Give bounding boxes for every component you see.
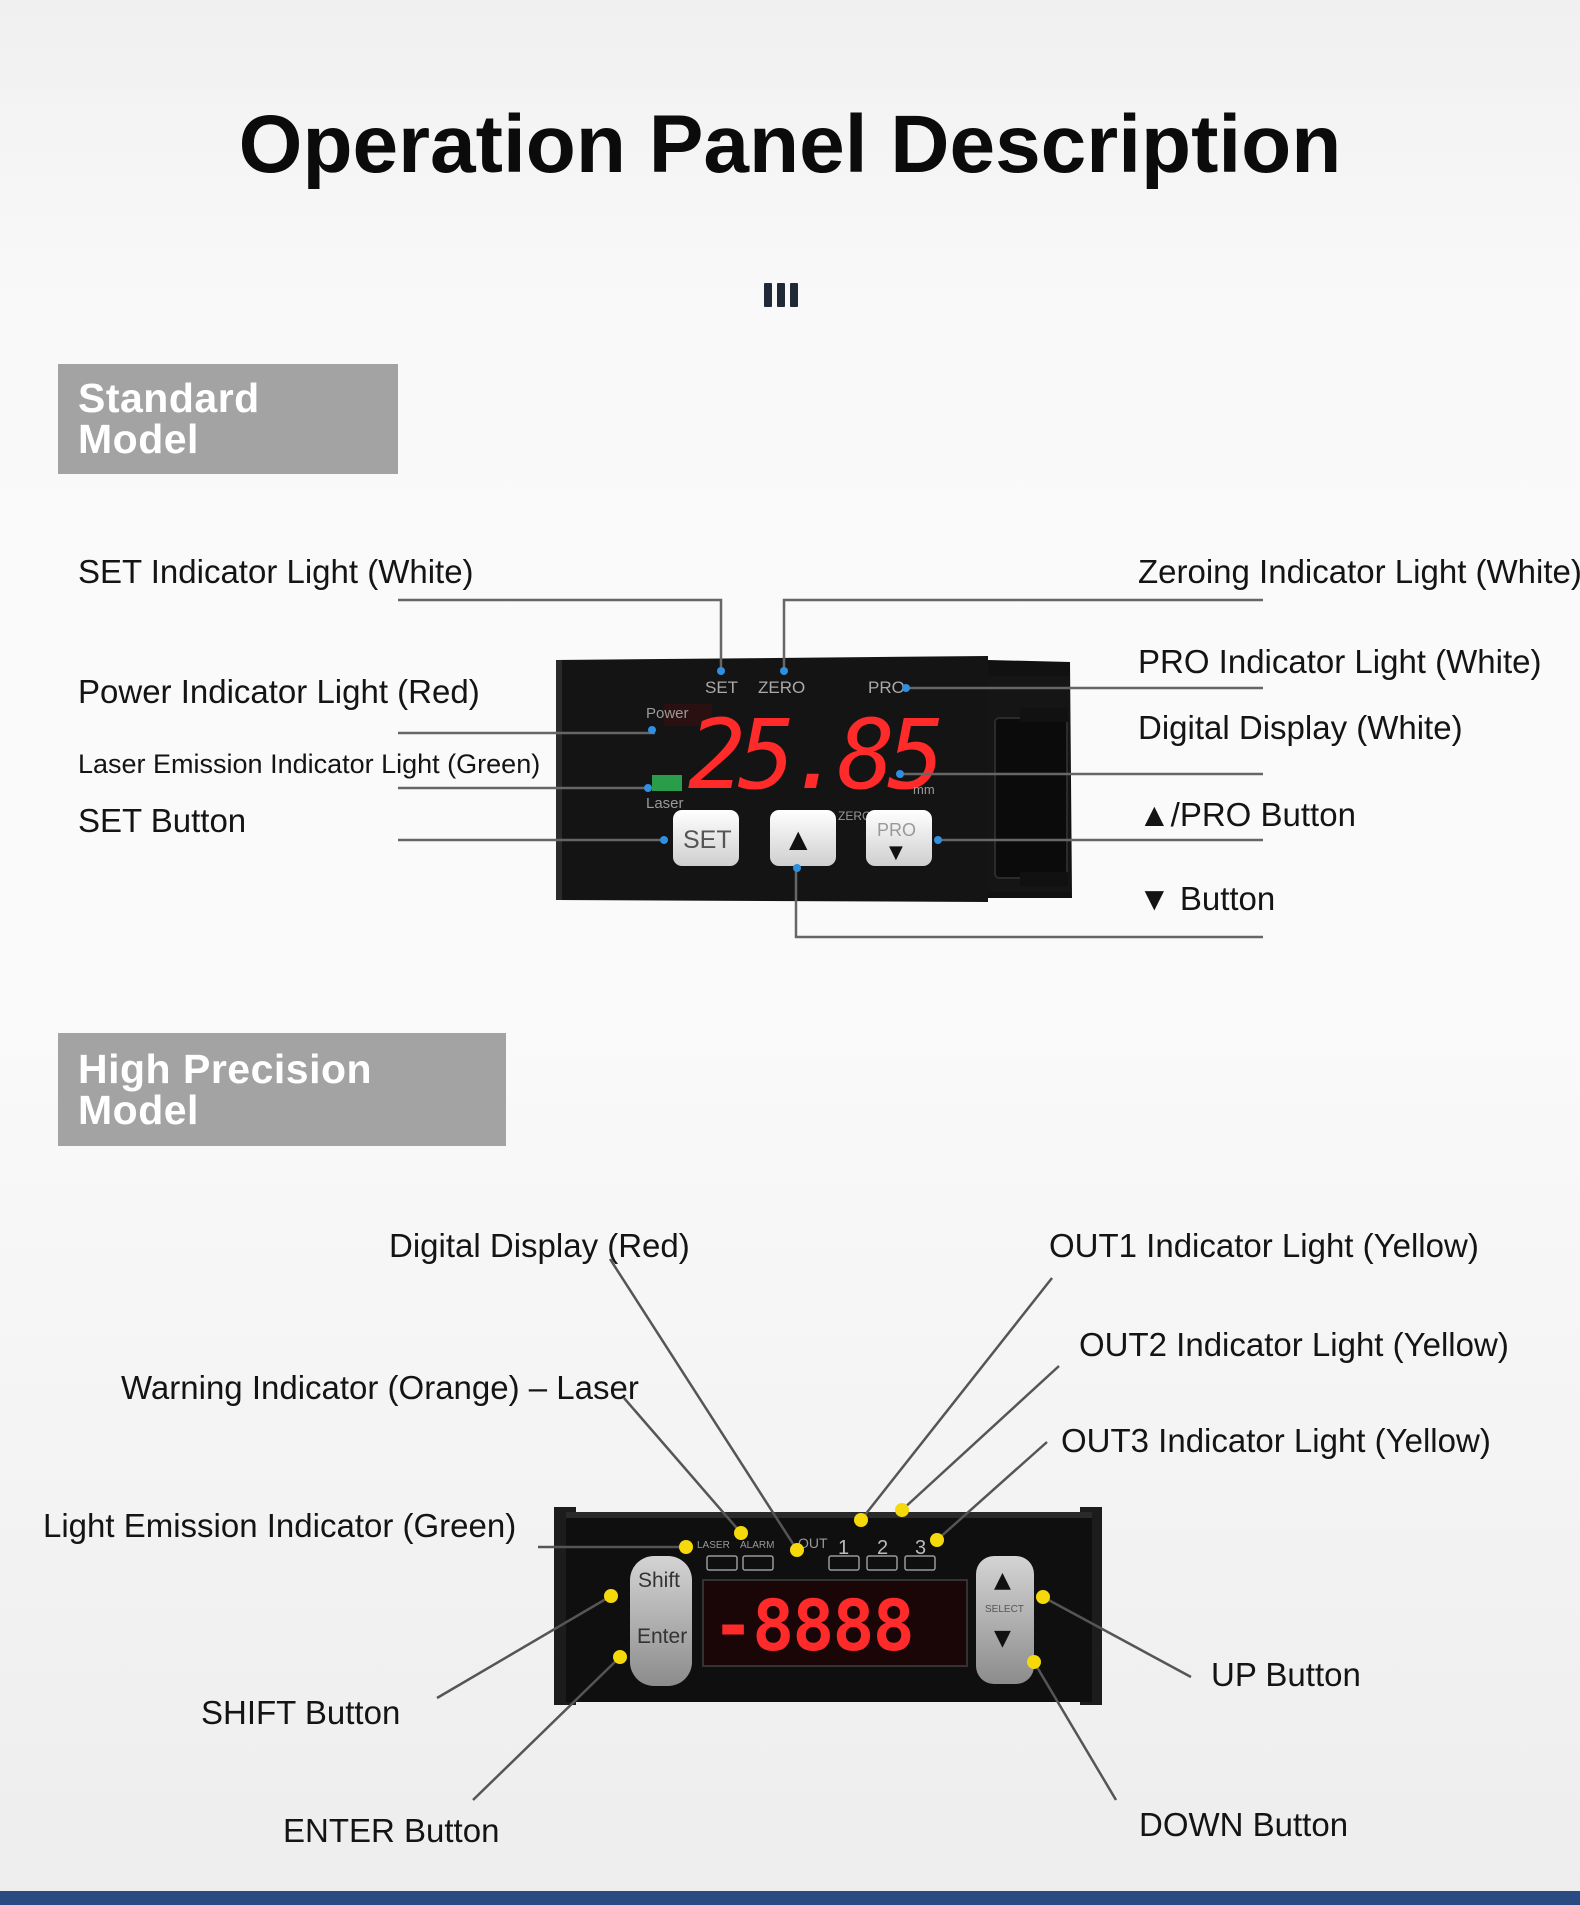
- prec-up-key-label: ▲: [994, 1568, 1011, 1593]
- label-power-indicator: Power Indicator Light (Red): [78, 673, 480, 710]
- std-up-key-label: ▲: [789, 825, 808, 853]
- std-up-key[interactable]: ▲: [770, 810, 836, 866]
- precision-leader-lines: [436, 1258, 1192, 1801]
- std-pro-key[interactable]: PRO ▼: [866, 810, 932, 866]
- page-title: Operation Panel Description: [238, 99, 1342, 190]
- prec-alarm-label: ALARM: [740, 1540, 774, 1551]
- std-pro-key-arrow: ▼: [889, 842, 903, 863]
- prec-out2-number: 2: [877, 1537, 888, 1559]
- footer-bar: [0, 1891, 1580, 1905]
- label-shift-button: SHIFT Button: [201, 1694, 401, 1731]
- label-enter-button: ENTER Button: [283, 1812, 500, 1849]
- std-set-key[interactable]: SET: [673, 810, 739, 866]
- label-set-button: SET Button: [78, 802, 247, 839]
- section-divider-icon: [764, 283, 808, 307]
- prec-down-key-label: ▼: [994, 1626, 1011, 1651]
- label-set-indicator: SET Indicator Light (White): [78, 553, 474, 590]
- prec-display-value: -8888: [712, 1585, 913, 1667]
- std-power-label: Power: [646, 705, 689, 722]
- label-digital-display-red: Digital Display (Red): [389, 1227, 690, 1264]
- label-zero-indicator: Zeroing Indicator Light (White): [1138, 553, 1580, 590]
- prec-shift-key-label: Shift: [638, 1569, 680, 1592]
- label-out3-indicator: OUT3 Indicator Light (Yellow): [1061, 1422, 1491, 1459]
- label-down-button: ▼ Button: [1138, 880, 1276, 917]
- std-set-key-label: SET: [683, 826, 732, 854]
- prec-laser-label: LASER: [697, 1540, 730, 1551]
- prec-enter-key-label: Enter: [637, 1625, 687, 1648]
- standard-model-tag: Standard Model: [58, 364, 398, 474]
- std-set-ind-label: SET: [705, 678, 738, 697]
- std-display-value: 25.85: [688, 699, 939, 811]
- label-up-button: UP Button: [1211, 1656, 1361, 1693]
- precision-device: LASER ALARM OUT 1 2 3 Shift Enter -8888 …: [554, 1507, 1102, 1705]
- label-pro-indicator: PRO Indicator Light (White): [1138, 643, 1542, 680]
- prec-select-key[interactable]: ▲ SELECT ▼: [976, 1556, 1034, 1684]
- label-warning-indicator: Warning Indicator (Orange) – Laser: [121, 1369, 639, 1406]
- precision-pointer-dots: [604, 1503, 1050, 1669]
- label-out1-indicator: OUT1 Indicator Light (Yellow): [1049, 1227, 1479, 1264]
- prec-out3-number: 3: [915, 1537, 926, 1559]
- std-laser-label: Laser: [646, 795, 684, 812]
- std-zero-ind-label: ZERO: [758, 678, 805, 697]
- standard-pointer-dots: [644, 667, 942, 872]
- label-digital-display-white: Digital Display (White): [1138, 709, 1463, 746]
- label-light-emission: Light Emission Indicator (Green): [43, 1507, 517, 1544]
- prec-shift-enter-key[interactable]: Shift Enter: [630, 1556, 692, 1686]
- std-pro-key-label: PRO: [877, 820, 916, 840]
- prec-out1-number: 1: [838, 1537, 849, 1559]
- std-pro-ind-label: PRO: [868, 678, 905, 697]
- std-zero-key-label: ZERO: [838, 809, 871, 823]
- label-laser-indicator: Laser Emission Indicator Light (Green): [78, 749, 541, 779]
- std-display-unit: mm: [913, 782, 935, 797]
- label-down-button-precision: DOWN Button: [1139, 1806, 1349, 1843]
- standard-device: Power Laser SET ZERO PRO 25.85 mm SET ▲ …: [556, 656, 1072, 902]
- label-out2-indicator: OUT2 Indicator Light (Yellow): [1079, 1326, 1509, 1363]
- prec-select-label: SELECT: [985, 1604, 1024, 1615]
- label-up-pro-button: ▲/PRO Button: [1138, 796, 1356, 833]
- standard-leader-lines: [398, 598, 1263, 939]
- prec-out-label: OUT: [798, 1535, 828, 1551]
- high-precision-model-tag: High Precision Model: [58, 1033, 506, 1146]
